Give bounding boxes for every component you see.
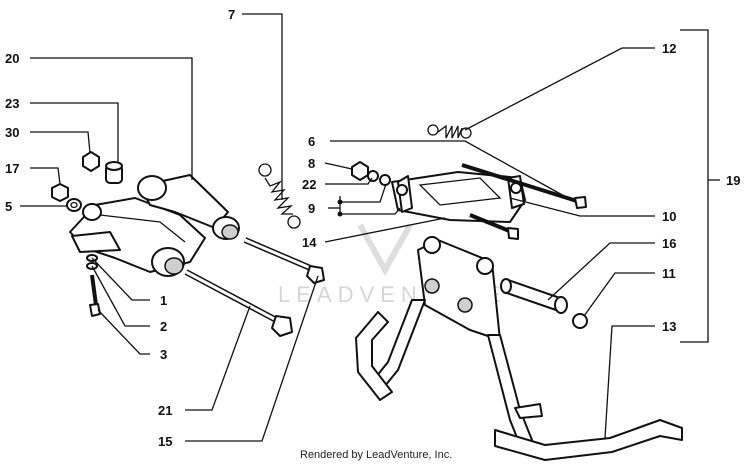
callout-21: 21 [158, 403, 172, 418]
callout-19: 19 [726, 173, 740, 188]
render-credit: Rendered by LeadVenture, Inc. [300, 449, 453, 461]
washer-5 [66, 198, 82, 212]
callout-13: 13 [662, 319, 676, 334]
leader-lines [20, 13, 720, 442]
washers-22 [367, 170, 391, 186]
callout-12: 12 [662, 41, 676, 56]
nut-8 [351, 161, 369, 181]
long-bolt-15 [243, 237, 325, 284]
pin-16 [500, 278, 568, 314]
callout-14: 14 [302, 235, 317, 250]
callout-15: 15 [158, 434, 172, 449]
callout-9: 9 [308, 201, 315, 216]
callout-10: 10 [662, 209, 676, 224]
callout-30: 30 [5, 125, 19, 140]
callout-6: 6 [308, 134, 315, 149]
nut-30 [82, 151, 100, 172]
callout-3: 3 [160, 347, 167, 362]
callout-22: 22 [302, 177, 316, 192]
callout-2: 2 [160, 319, 167, 334]
centre-stand-13 [355, 236, 683, 461]
nut-17 [51, 183, 69, 202]
callout-7: 7 [228, 7, 235, 22]
callout-labels: 7 20 23 30 17 5 1 2 3 21 15 6 8 22 9 14 … [5, 7, 740, 449]
callout-16: 16 [662, 236, 676, 251]
spring-12 [427, 124, 472, 139]
callout-20: 20 [5, 51, 19, 66]
callout-11: 11 [662, 266, 676, 281]
stand-bracket-19 [391, 171, 526, 223]
callout-5: 5 [5, 199, 12, 214]
callout-8: 8 [308, 156, 315, 171]
clip-11 [572, 313, 588, 329]
bushing-23 [105, 161, 123, 184]
spring-7 [258, 163, 301, 229]
bolt-3 [89, 274, 101, 317]
long-bolt-21 [184, 269, 293, 337]
callout-23: 23 [5, 96, 19, 111]
bolt-6 [461, 163, 587, 209]
bolt-14 [469, 213, 519, 240]
callout-1: 1 [160, 293, 167, 308]
swing-arm-assembly [69, 174, 240, 277]
callout-17: 17 [5, 161, 19, 176]
